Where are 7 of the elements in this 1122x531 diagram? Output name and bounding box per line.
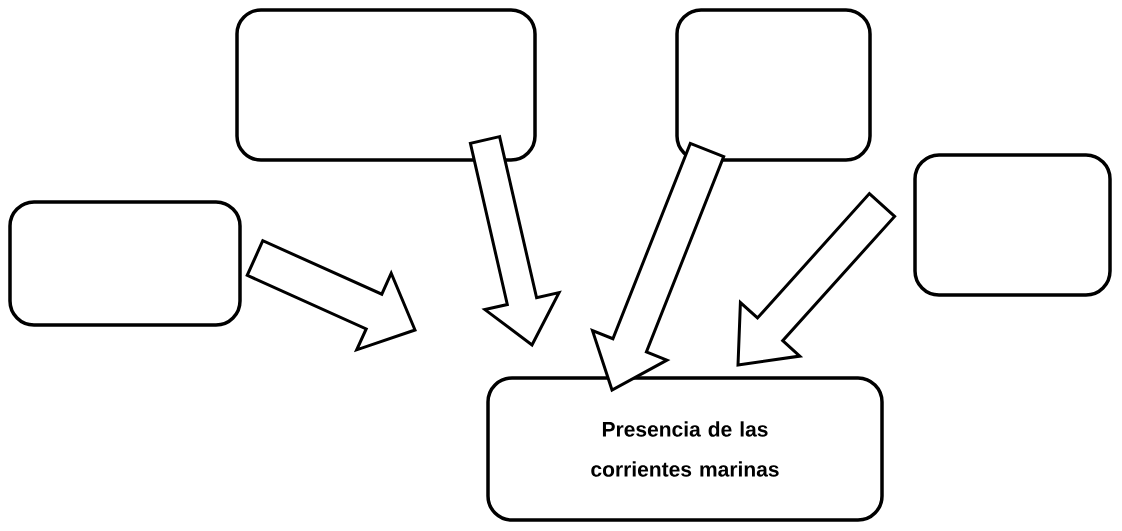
empty-box [8,200,242,327]
block-arrow [736,191,897,367]
text-box: Presencia de las corrientes marinas [486,376,884,522]
empty-box [235,8,537,162]
empty-box [913,153,1112,297]
empty-box [675,8,872,162]
block-arrow [590,141,726,393]
